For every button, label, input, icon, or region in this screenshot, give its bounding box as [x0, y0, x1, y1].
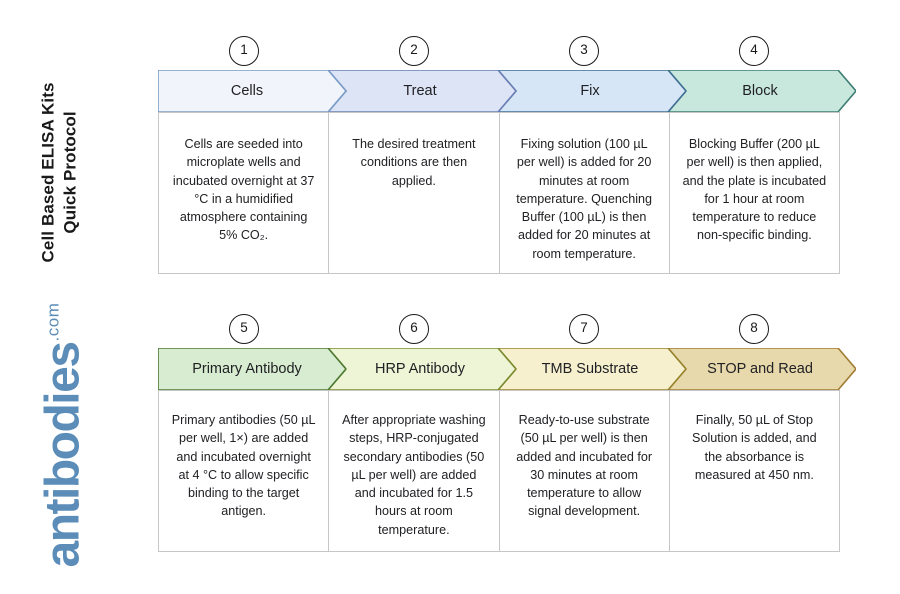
step-number-badge: 4 — [739, 36, 769, 66]
step-number-badge: 8 — [739, 314, 769, 344]
chevron-step-2[interactable]: Treat — [328, 70, 516, 112]
step-number-badge: 1 — [229, 36, 259, 66]
description-strip-2: Primary antibodies (50 µL per well, 1×) … — [158, 390, 840, 552]
chevron-label: HRP Antibody — [374, 361, 465, 377]
chevron-step-1[interactable]: Cells — [158, 70, 346, 112]
chevron-label: STOP and Read — [707, 361, 813, 377]
step-number-badge: 6 — [399, 314, 429, 344]
chevron-step-3[interactable]: Fix — [498, 70, 686, 112]
chevron-label: Primary Antibody — [192, 361, 302, 377]
chevron-shape — [668, 70, 856, 112]
description-text: Blocking Buffer (200 µL per well) is the… — [682, 137, 827, 243]
description-text: The desired treatment conditions are the… — [352, 137, 476, 188]
description-cell-7: Ready-to-use substrate (50 µL per well) … — [500, 391, 670, 551]
description-text: Cells are seeded into microplate wells a… — [172, 137, 315, 243]
brand-logo: antibodies.com — [36, 303, 91, 568]
step-number-strip-1: 1 2 3 4 — [158, 36, 840, 70]
chevron-label: Fix — [580, 83, 600, 99]
chevron-step-7[interactable]: TMB Substrate — [498, 348, 686, 390]
chevron-label: Cells — [230, 83, 264, 99]
description-text: Finally, 50 µL of Stop Solution is added… — [692, 413, 817, 482]
page-title-line-2: Quick Protocol — [61, 111, 80, 234]
chevron-step-5[interactable]: Primary Antibody — [158, 348, 346, 390]
chevron-step-6[interactable]: HRP Antibody — [328, 348, 516, 390]
description-text: Ready-to-use substrate (50 µL per well) … — [516, 413, 653, 519]
chevron-strip-2: Primary Antibody HRP Antibody TMB Substrat… — [158, 348, 856, 390]
protocol-row-2: 5 6 7 8 Primary Antibody HRP Antibody TMB Sub… — [158, 314, 856, 552]
description-cell-3: Fixing solution (100 µL per well) is add… — [500, 113, 670, 273]
brand-logo-word: antibodies — [36, 342, 90, 568]
chevron-label: TMB Substrate — [541, 361, 639, 377]
chevron-shape — [498, 348, 686, 390]
description-cell-5: Primary antibodies (50 µL per well, 1×) … — [159, 391, 330, 551]
chevron-shape — [328, 348, 516, 390]
step-number-strip-2: 5 6 7 8 — [158, 314, 840, 348]
chevron-shape — [158, 348, 346, 390]
chevron-step-4[interactable]: Block — [668, 70, 856, 112]
step-number-badge: 3 — [569, 36, 599, 66]
description-text: Primary antibodies (50 µL per well, 1×) … — [171, 413, 316, 519]
description-cell-1: Cells are seeded into microplate wells a… — [159, 113, 330, 273]
description-cell-8: Finally, 50 µL of Stop Solution is added… — [670, 391, 839, 551]
chevron-shape — [668, 348, 856, 390]
description-cell-6: After appropriate washing steps, HRP-con… — [329, 391, 500, 551]
chevron-shape — [158, 70, 346, 112]
chevron-label: Block — [742, 83, 778, 99]
step-number-badge: 7 — [569, 314, 599, 344]
description-text: Fixing solution (100 µL per well) is add… — [516, 137, 653, 261]
page-title-line-1: Cell Based ELISA Kits — [38, 82, 58, 263]
chevron-shape — [328, 70, 516, 112]
description-cell-4: Blocking Buffer (200 µL per well) is the… — [670, 113, 839, 273]
description-text: After appropriate washing steps, HRP-con… — [342, 413, 486, 537]
step-number-badge: 5 — [229, 314, 259, 344]
chevron-strip-1: Cells Treat Fix Block — [158, 70, 856, 112]
description-cell-2: The desired treatment conditions are the… — [329, 113, 500, 273]
chevron-shape — [498, 70, 686, 112]
step-number-badge: 2 — [399, 36, 429, 66]
protocol-row-1: 1 2 3 4 Cells Treat Fix Block Cells are seeded… — [158, 36, 856, 274]
chevron-label: Treat — [403, 83, 437, 99]
chevron-step-8[interactable]: STOP and Read — [668, 348, 856, 390]
brand-logo-tld: .com — [43, 302, 63, 342]
description-strip-1: Cells are seeded into microplate wells a… — [158, 112, 840, 274]
